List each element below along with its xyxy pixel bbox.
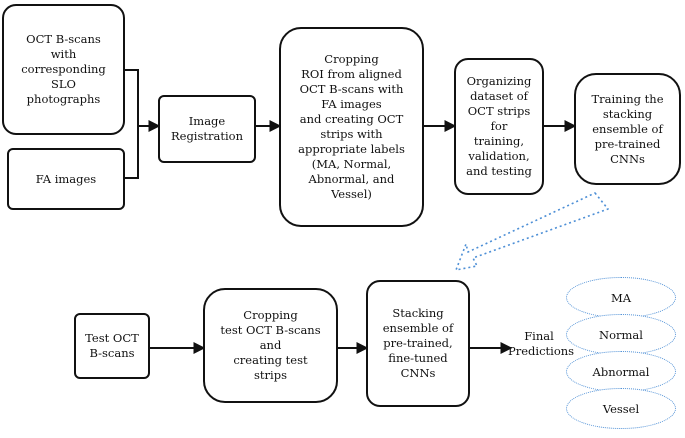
connector-oct-slo-to-bracket — [125, 69, 139, 126]
test-oct-box: Test OCT B-scans — [74, 313, 150, 379]
cropping-test-box: Cropping test OCT B-scans and creating t… — [203, 288, 338, 403]
stacking-ensemble-box: Stacking ensemble of pre-trained, fine-t… — [366, 280, 470, 407]
organizing-dataset-box: Organizing dataset of OCT strips for tra… — [454, 58, 544, 195]
fa-images-label: FA images — [35, 171, 97, 186]
outcome-abnormal-label: Abnormal — [592, 364, 650, 379]
image-registration-box: Image Registration — [158, 95, 256, 163]
connector-fa-to-bracket — [125, 126, 139, 179]
oct-slo-box: OCT B-scans with corresponding SLO photo… — [2, 4, 125, 135]
outcome-ma: MA — [566, 277, 676, 318]
outcome-vessel: Vessel — [566, 388, 676, 429]
dotted-transition-arrow — [455, 192, 609, 271]
oct-slo-label: OCT B-scans with corresponding SLO photo… — [21, 32, 106, 106]
test-oct-label: Test OCT B-scans — [85, 331, 139, 360]
outcome-normal-label: Normal — [599, 327, 643, 342]
cropping-roi-label: Cropping ROI from aligned OCT B-scans wi… — [298, 52, 405, 201]
outcome-ma-label: MA — [610, 290, 632, 305]
cropping-test-label: Cropping test OCT B-scans and creating t… — [220, 308, 321, 382]
training-ensemble-label: Training the stacking ensemble of pre-tr… — [591, 91, 664, 166]
organizing-dataset-label: Organizing dataset of OCT strips for tra… — [466, 74, 532, 178]
outcome-vessel-label: Vessel — [602, 401, 640, 416]
image-registration-label: Image Registration — [170, 114, 243, 143]
training-ensemble-box: Training the stacking ensemble of pre-tr… — [574, 73, 681, 185]
cropping-roi-box: Cropping ROI from aligned OCT B-scans wi… — [279, 27, 424, 227]
final-predictions-label: Final Predictions — [508, 329, 575, 358]
outcome-normal: Normal — [566, 314, 676, 355]
fa-images-box: FA images — [7, 148, 125, 210]
stacking-ensemble-label: Stacking ensemble of pre-trained, fine-t… — [382, 306, 454, 380]
outcome-abnormal: Abnormal — [566, 351, 676, 392]
